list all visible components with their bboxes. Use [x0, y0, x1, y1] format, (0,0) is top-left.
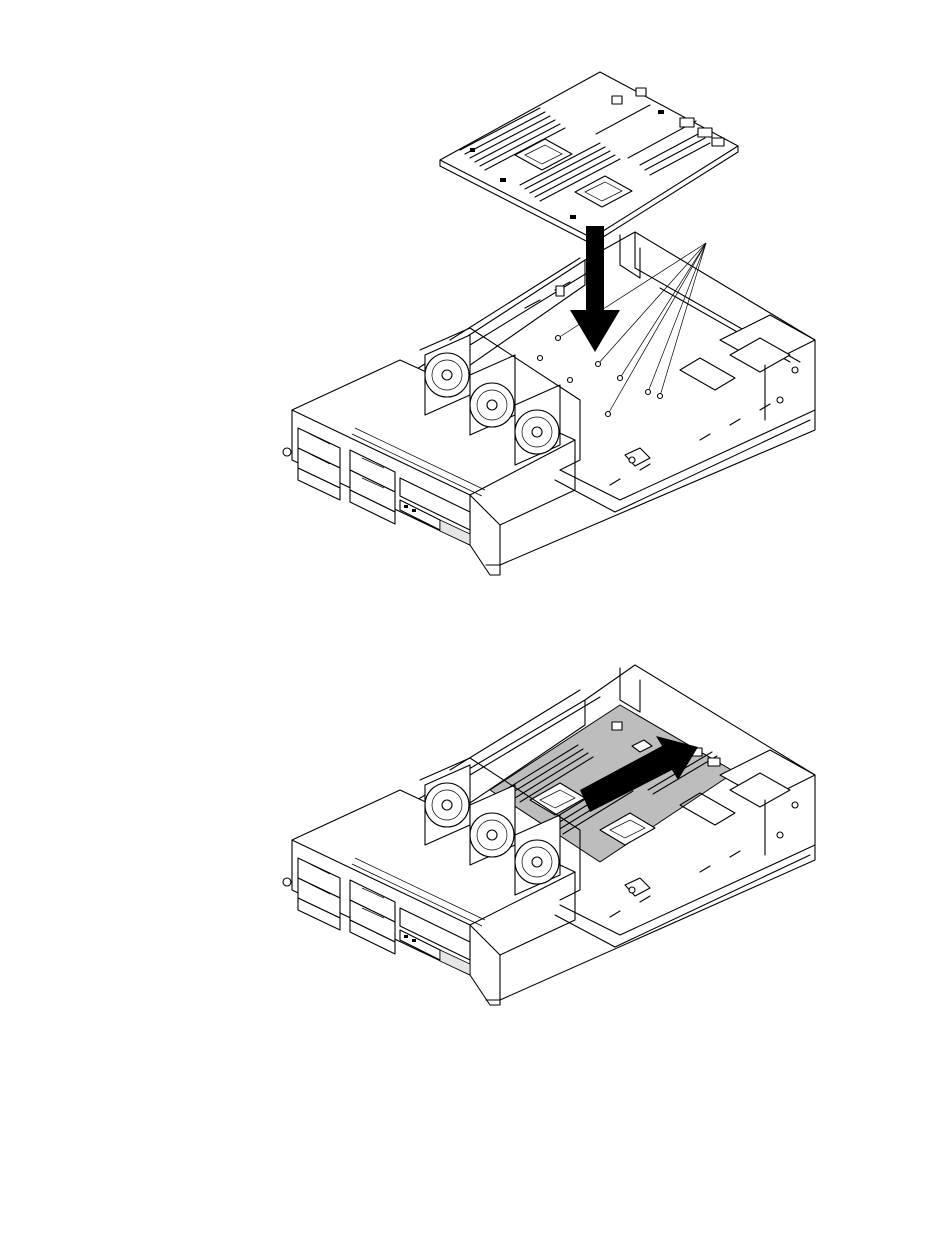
system-board — [440, 72, 738, 244]
server-chassis — [283, 232, 815, 575]
chassis-side-latch-2 — [625, 878, 650, 896]
diagram-step2 — [0, 640, 950, 1020]
figure-install-board-step2 — [0, 640, 950, 1020]
standoff-callout-lines — [558, 243, 706, 414]
figure-install-board-step1 — [0, 0, 950, 600]
chassis-rear-vents — [610, 367, 798, 485]
server-chassis-2 — [283, 665, 815, 1005]
fan-3 — [515, 385, 560, 465]
diagram-step1 — [0, 0, 950, 600]
chassis-side-latch — [625, 448, 650, 466]
